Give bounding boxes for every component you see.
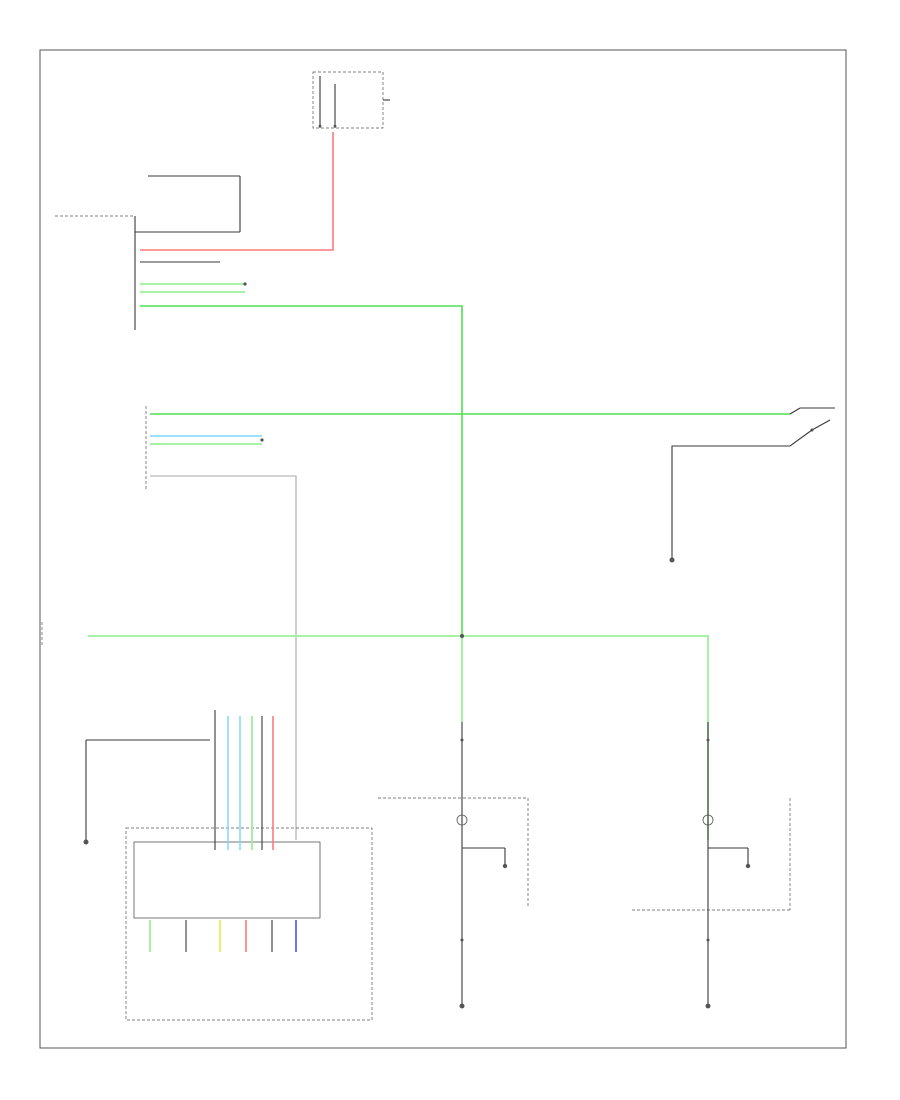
ground-icon (705, 1003, 711, 1009)
transmission-assembly (125, 710, 373, 1021)
connector-dot-icon (706, 938, 710, 942)
grey-signal-wire (150, 475, 297, 840)
ground-icon (459, 1003, 465, 1009)
lamp-icon (456, 814, 468, 826)
left-tail-lamp-assembly (378, 722, 529, 1009)
ground-icon (83, 839, 89, 845)
connector-dot-icon (706, 738, 710, 742)
green-signal-wire (140, 305, 463, 640)
lamp-icon (702, 814, 714, 826)
switch-ground-wire (671, 429, 813, 560)
right-tail-lamp-assembly (632, 722, 791, 1009)
lightgreen-lower-wire (88, 635, 709, 840)
switch-icon (789, 407, 835, 432)
connector-dot-icon (460, 738, 464, 742)
red-power-wire (140, 132, 334, 251)
connector-dot-icon (460, 634, 464, 638)
upper-left-component (55, 175, 241, 330)
diagram-frame (39, 49, 847, 1049)
connector-dot-icon (460, 938, 464, 942)
top-fuse-block (312, 71, 390, 129)
ground-icon (669, 557, 675, 563)
